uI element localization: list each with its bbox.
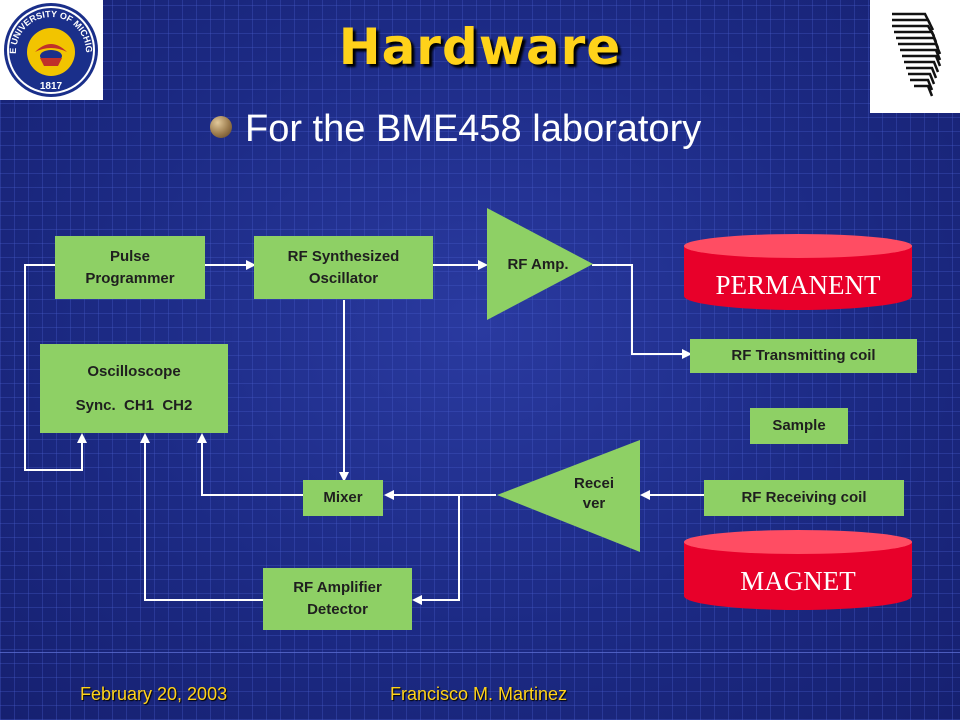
magnet-cylinder	[684, 530, 912, 610]
rf-amp-triangle	[487, 208, 593, 320]
rf-synthesized-oscillator-box: RF Synthesized Oscillator	[254, 236, 433, 299]
rf-receiving-coil-box: RF Receiving coil	[704, 480, 904, 516]
striped-logo-icon	[870, 0, 960, 113]
wire-amp-to-coil	[592, 264, 692, 359]
permanent-cylinder	[684, 234, 912, 310]
footer-date: February 20, 2003	[80, 684, 228, 704]
rf-transmitting-coil-box: RF Transmitting coil	[690, 339, 917, 373]
mixer-box: Mixer	[303, 480, 383, 516]
wire-pulse-to-sync	[24, 264, 87, 471]
wire-detector-to-ch1	[140, 433, 263, 601]
receiver-triangle	[497, 440, 640, 552]
oscilloscope-channels: Sync. CH1 CH2	[75, 396, 193, 414]
wire-mixer-to-ch2	[197, 433, 303, 496]
wire-receiver-to-detector	[412, 495, 460, 605]
oscilloscope-box: Oscilloscope Sync. CH1 CH2	[40, 344, 228, 433]
slide-subtitle: For the BME458 laboratory	[245, 108, 702, 150]
oscilloscope-title: Oscilloscope	[87, 362, 181, 380]
footer-divider	[0, 652, 960, 653]
magnet-label: MAGNET	[740, 566, 856, 596]
rf-amp-label: RF Amp.	[507, 256, 569, 273]
receiver-label: Recei ver	[573, 475, 615, 512]
pulse-programmer-box: Pulse Programmer	[55, 236, 205, 299]
footer-author: Francisco M. Martinez	[390, 684, 568, 704]
slide-title: Hardware	[338, 18, 622, 76]
bullet-icon	[210, 116, 232, 138]
sample-box: Sample	[750, 408, 848, 444]
permanent-label: PERMANENT	[715, 270, 881, 300]
university-seal-logo: THE UNIVERSITY OF MICHIGAN 1817	[0, 0, 103, 100]
rf-amplifier-detector-box: RF Amplifier Detector	[263, 568, 412, 630]
svg-text:1817: 1817	[40, 81, 63, 92]
